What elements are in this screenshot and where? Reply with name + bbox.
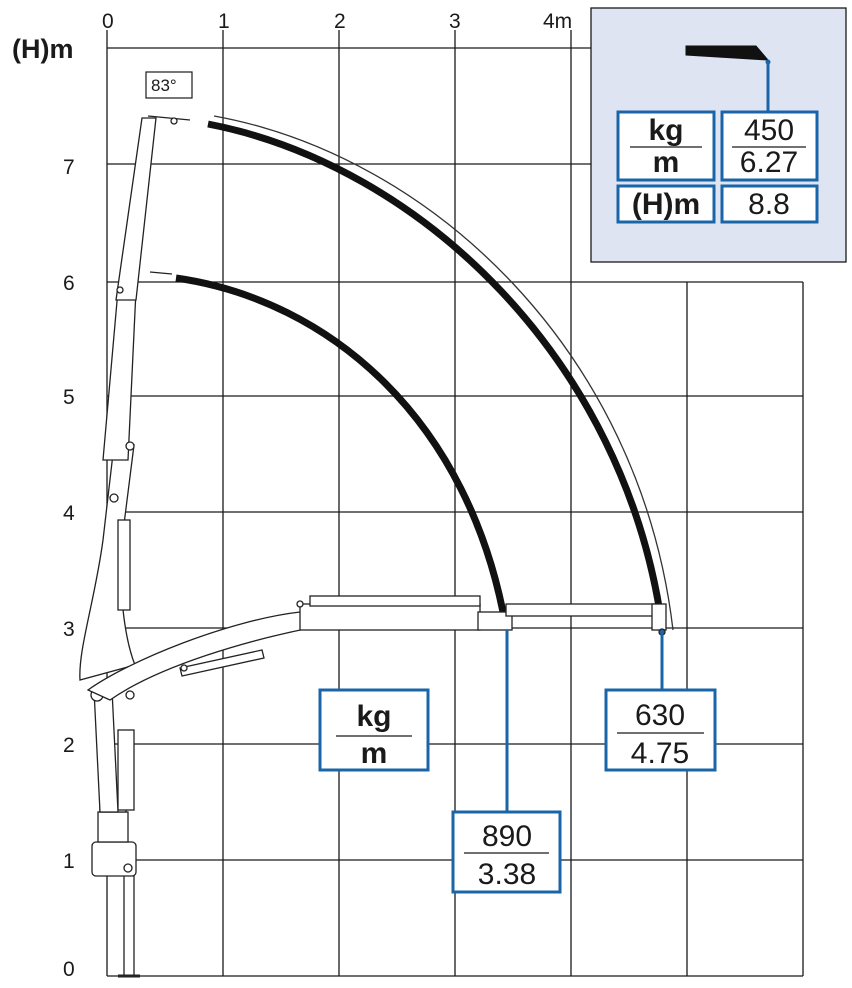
angle-tag: 83° (145, 71, 193, 99)
y-tick-5: 5 (63, 386, 75, 409)
y-axis-title: (H)m (12, 34, 74, 64)
svg-text:(H)m: (H)m (632, 188, 700, 221)
svg-text:m: m (361, 737, 388, 770)
svg-text:450: 450 (744, 114, 794, 147)
raised-boom (79, 115, 191, 681)
x-tick-3: 3 (449, 10, 461, 33)
svg-text:m: m (653, 146, 680, 179)
svg-text:kg: kg (356, 700, 391, 733)
svg-text:890: 890 (482, 820, 532, 853)
legend-kg-m-box: kg m (318, 688, 430, 772)
x-tick-1: 1 (218, 10, 230, 33)
svg-text:3.38: 3.38 (478, 858, 536, 891)
x-tick-2: 2 (334, 10, 346, 33)
load-box-630: 630 4.75 (604, 688, 717, 772)
load-box-890: 890 3.38 (451, 810, 562, 894)
crane-column (90, 688, 140, 978)
svg-text:6.27: 6.27 (740, 146, 798, 179)
reach-envelope-outline (213, 115, 674, 631)
svg-text:8.8: 8.8 (748, 188, 790, 221)
svg-text:kg: kg (648, 114, 683, 147)
y-tick-4: 4 (63, 502, 75, 525)
y-tick-0: 0 (63, 958, 75, 981)
x-tick-4: 4m (543, 10, 572, 33)
horizontal-boom (86, 595, 667, 701)
reach-arc-inner (175, 274, 510, 629)
svg-text:4.75: 4.75 (631, 737, 689, 770)
x-tick-0: 0 (102, 10, 114, 33)
svg-text:630: 630 (635, 699, 685, 732)
inset-panel: kg m 450 6.27 (H)m 8.8 (590, 7, 847, 263)
y-tick-7: 7 (63, 156, 75, 179)
svg-text:83°: 83° (151, 76, 177, 95)
y-tick-2: 2 (63, 734, 75, 757)
reach-arc-outer (207, 120, 666, 627)
y-tick-1: 1 (63, 850, 75, 873)
y-tick-3: 3 (63, 618, 75, 641)
y-tick-6: 6 (63, 272, 75, 295)
chart-grid (106, 30, 804, 977)
